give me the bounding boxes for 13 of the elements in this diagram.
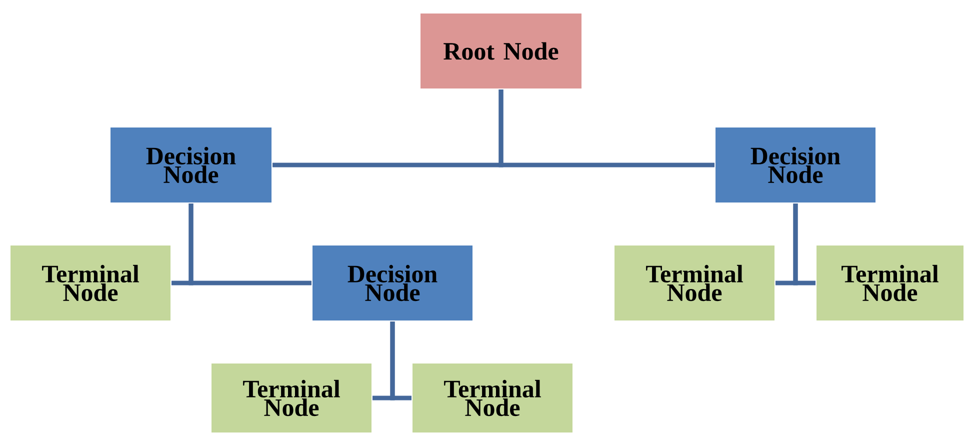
connector-line xyxy=(498,90,714,168)
terminal-node-box: Terminal Node xyxy=(412,362,574,434)
decision-node-box: Decision Node xyxy=(110,126,272,204)
connector-line xyxy=(390,322,412,400)
connector-line xyxy=(793,204,816,286)
decision-node-box: Decision Node xyxy=(714,126,876,204)
terminal-node-box: Terminal Node xyxy=(10,244,172,322)
root-node-box: Root Node xyxy=(420,12,582,90)
connector-line xyxy=(188,204,312,286)
terminal-node-box: Terminal Node xyxy=(210,362,372,434)
terminal-node-box: Terminal Node xyxy=(614,244,776,322)
terminal-node-box: Terminal Node xyxy=(816,244,964,322)
decision-node-box: Decision Node xyxy=(312,244,474,322)
